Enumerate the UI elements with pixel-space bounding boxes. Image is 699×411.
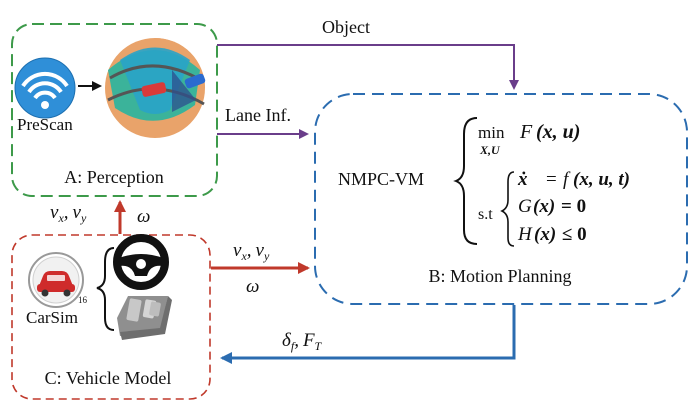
vehicle-model-box bbox=[11, 234, 211, 400]
state-label: vx,vy ω bbox=[233, 240, 270, 297]
object-label: Object bbox=[322, 17, 370, 37]
constraint-1-args: (x, u, t) bbox=[573, 169, 630, 190]
control-label: δf,FT bbox=[282, 330, 323, 353]
nmpc-vm-label: NMPC-VM bbox=[338, 169, 424, 189]
constraint-3-fn: H bbox=[517, 224, 533, 245]
constraint-3-args: (x) bbox=[534, 224, 556, 245]
feedback-label: vx,vy ω bbox=[50, 202, 150, 227]
objective-fn: F bbox=[519, 121, 533, 143]
prescan-label: PreScan bbox=[17, 115, 73, 134]
svg-text:vx,vy: vx,vy bbox=[233, 240, 270, 263]
svg-text:ω: ω bbox=[246, 276, 259, 297]
svg-text:δf,FT: δf,FT bbox=[282, 330, 323, 353]
object-arrow bbox=[217, 44, 519, 90]
nmpc-brace bbox=[453, 117, 478, 245]
carsim-badge: 16 bbox=[78, 295, 88, 305]
steering-wheel-icon bbox=[113, 234, 169, 290]
pedals-icon bbox=[117, 296, 172, 340]
perception-scene-icon bbox=[105, 38, 206, 138]
st-label: s.t bbox=[478, 206, 493, 223]
motion-planning-box bbox=[314, 93, 688, 305]
constraint-1-eq: = bbox=[546, 169, 557, 190]
lane-info-label: Lane Inf. bbox=[225, 105, 291, 125]
constraints-brace bbox=[500, 171, 515, 247]
carsim-label: CarSim bbox=[26, 308, 78, 327]
control-arrow bbox=[220, 305, 516, 364]
prescan-wifi-icon bbox=[14, 57, 76, 119]
objective-args: (x, u) bbox=[536, 121, 580, 143]
objective-min: min bbox=[478, 123, 505, 142]
planning-box-label: B: Motion Planning bbox=[428, 266, 571, 286]
perception-box-label: A: Perception bbox=[64, 167, 163, 187]
perception-box bbox=[11, 23, 218, 197]
objective-min-vars: X,U bbox=[479, 143, 501, 157]
constraint-2-fn: G bbox=[518, 196, 532, 217]
constraint-3-rel: ≤ 0 bbox=[562, 224, 587, 245]
constraint-1-fn: f bbox=[563, 169, 571, 190]
svg-text:vx,vy: vx,vy bbox=[50, 202, 87, 225]
constraint-2-rel: = 0 bbox=[561, 196, 586, 217]
constraint-1-lhs: ẋ bbox=[517, 169, 528, 190]
carsim-logo-icon bbox=[28, 252, 84, 308]
vehicle-box-label: C: Vehicle Model bbox=[45, 368, 172, 388]
svg-text:ω: ω bbox=[137, 206, 150, 227]
constraint-2-args: (x) bbox=[533, 196, 555, 217]
vehicle-inputs-brace bbox=[96, 247, 115, 331]
